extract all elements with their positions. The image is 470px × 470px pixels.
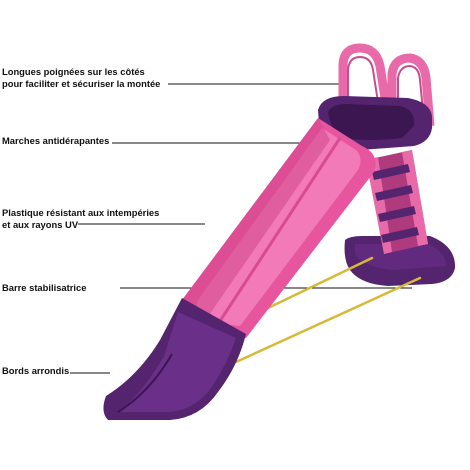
handles	[338, 43, 435, 127]
handle-right	[387, 53, 435, 127]
label-plastic-line1: Plastique résistant aux intempéries	[2, 207, 160, 218]
label-bar-line1: Barre stabilisatrice	[2, 282, 87, 293]
label-edges-line1: Bords arrondis	[2, 365, 70, 376]
label-steps-line1: Marches antidérapantes	[2, 135, 110, 146]
label-plastic: Plastique résistant aux intempéries et a…	[2, 207, 159, 231]
stabilizer-bars	[234, 256, 422, 364]
label-rounded-edges: Bords arrondis	[2, 365, 69, 377]
label-stabilizer-bar: Barre stabilisatrice	[2, 282, 86, 294]
label-plastic-line2: et aux rayons UV	[2, 219, 79, 230]
ladder-steps	[372, 164, 419, 243]
label-steps: Marches antidérapantes	[2, 135, 109, 147]
label-handles-line1: Longues poignées sur les côtés	[2, 66, 145, 77]
label-handles: Longues poignées sur les côtés pour faci…	[2, 66, 160, 90]
handle-left	[338, 43, 391, 108]
label-handles-line2: pour faciliter et sécuriser la montée	[2, 78, 161, 89]
